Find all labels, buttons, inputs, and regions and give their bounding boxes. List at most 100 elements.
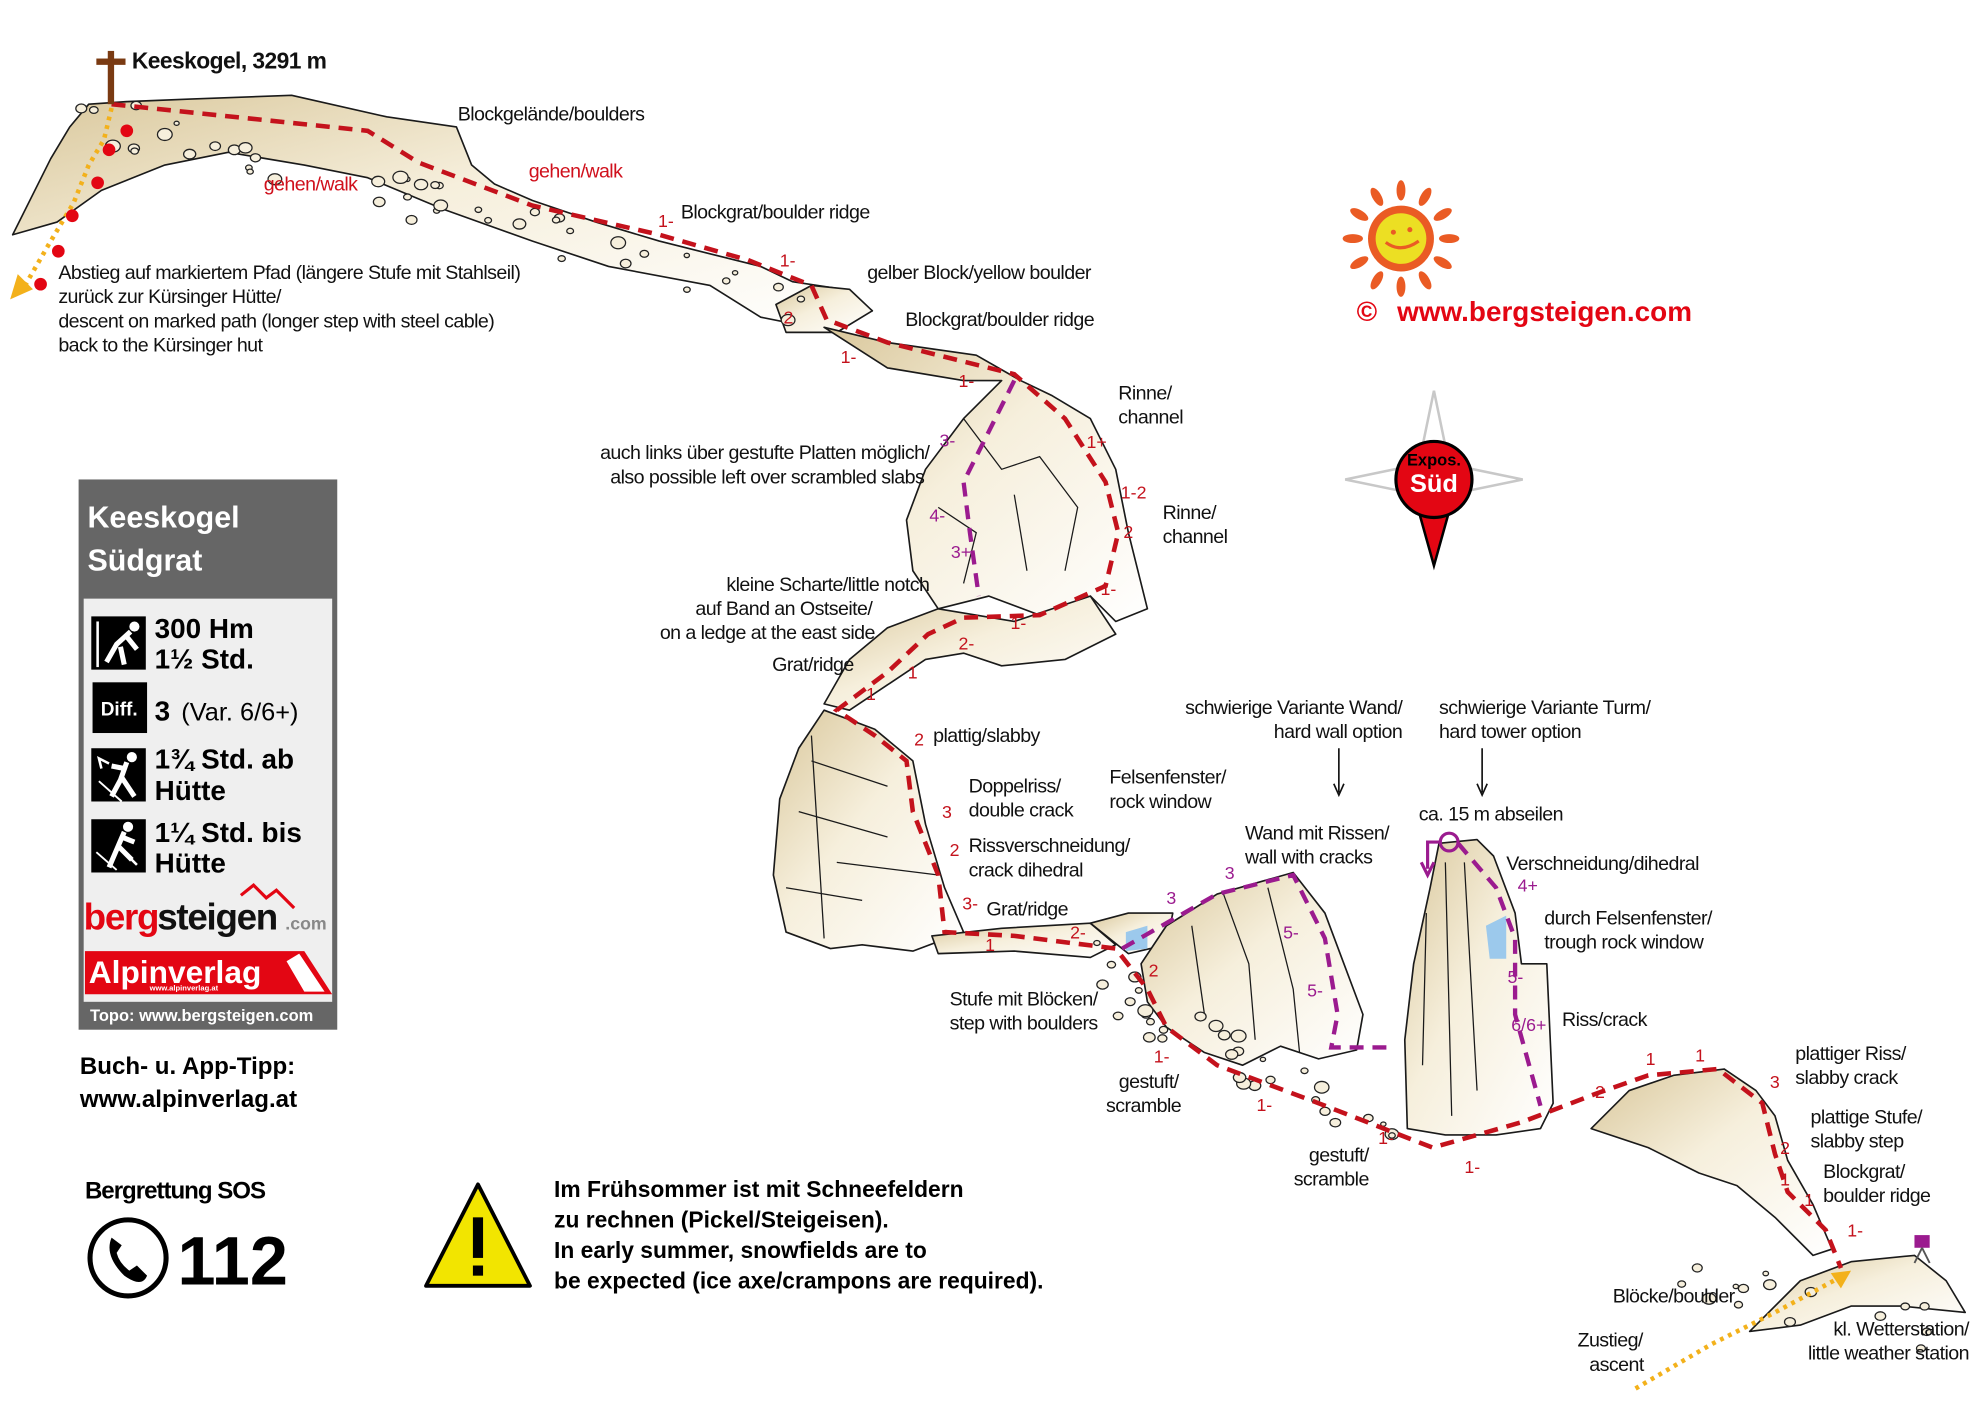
route-grade-label: 1 bbox=[908, 663, 918, 683]
label-step-boulders: step with boulders bbox=[950, 1013, 1099, 1035]
sun-ray bbox=[1342, 234, 1363, 243]
label-through-window: durch Felsenfenster/ bbox=[1544, 907, 1713, 929]
pebble bbox=[639, 249, 650, 258]
book-tip-url[interactable]: www.alpinverlag.at bbox=[79, 1086, 297, 1113]
sun-ray bbox=[1396, 180, 1406, 201]
label-notch: auf Band an Ostseite/ bbox=[695, 598, 873, 620]
route-grade-label: 1- bbox=[1378, 1128, 1394, 1148]
path-marker bbox=[120, 124, 134, 138]
pointer-arrow-icon bbox=[1333, 748, 1345, 798]
label-through-window: trough rock window bbox=[1544, 932, 1704, 954]
rock-crack bbox=[1421, 862, 1478, 1116]
label-abseil: ca. 15 m abseilen bbox=[1419, 804, 1563, 826]
label-boulders: Blockgelände/boulders bbox=[458, 104, 645, 126]
alpinverlag-text: Alpinverlag bbox=[89, 954, 262, 990]
rock-crack bbox=[1191, 887, 1301, 1053]
label-double-crack: double crack bbox=[969, 800, 1074, 822]
variant-grade-label: 5- bbox=[1507, 967, 1523, 987]
tower-rock-window bbox=[1485, 915, 1507, 959]
logo-text-berg: berg bbox=[84, 897, 159, 938]
pebble bbox=[156, 127, 173, 142]
difficulty-badge-label: Diff. bbox=[101, 699, 138, 720]
path-marker bbox=[91, 176, 104, 190]
variant-grade-label: 3- bbox=[939, 430, 955, 450]
alpinverlag-logo[interactable]: Alpinverlag www.alpinverlag.at bbox=[84, 951, 333, 995]
route-grade-label: 1- bbox=[1154, 1047, 1170, 1067]
label-left-slabs: also possible left over scrambled slabs bbox=[610, 466, 925, 488]
route-subtitle: Südgrat bbox=[87, 544, 202, 578]
route-grade-label: 1- bbox=[1100, 579, 1116, 599]
copyright-url[interactable]: www.bergsteigen.com bbox=[1396, 296, 1692, 327]
label-walk: gehen/walk bbox=[529, 161, 623, 183]
pebble bbox=[249, 153, 262, 163]
sun-ray bbox=[1433, 208, 1452, 221]
route-grade-label: 1- bbox=[658, 211, 674, 231]
label-left-slabs: auch links über gestufte Platten möglich… bbox=[600, 442, 930, 464]
label-weather-station: little weather station bbox=[1808, 1342, 1969, 1364]
label-scramble: gestuft/ bbox=[1309, 1145, 1370, 1167]
sun-ray bbox=[1370, 187, 1384, 206]
pebble bbox=[413, 178, 429, 191]
label-rock-window: Felsenfenster/ bbox=[1109, 767, 1227, 789]
variant-grade-label: 4- bbox=[929, 505, 945, 525]
pebble bbox=[1919, 1302, 1930, 1311]
pebble bbox=[683, 252, 691, 259]
sun-ray bbox=[1396, 276, 1406, 297]
pebble bbox=[1921, 1327, 1932, 1337]
return-time: 1¼ Std. bis bbox=[155, 817, 302, 848]
descent-markers bbox=[34, 124, 134, 291]
pebble bbox=[566, 227, 575, 235]
pebble bbox=[780, 313, 796, 327]
pebble bbox=[430, 181, 441, 190]
label-walk: gehen/walk bbox=[264, 173, 358, 195]
approach-hiker-icon bbox=[91, 748, 146, 803]
variant-grade-label: 3 bbox=[1225, 863, 1235, 883]
route-grade-label: 1 bbox=[1780, 1170, 1790, 1190]
topo-labels: Blockgelände/boulders gehen/walk gehen/w… bbox=[58, 104, 1970, 1376]
path-marker bbox=[51, 244, 65, 258]
route-grade-label: 3 bbox=[942, 802, 952, 822]
pebble bbox=[1096, 979, 1109, 990]
sun-ray bbox=[1370, 271, 1384, 290]
pebble bbox=[1329, 1117, 1342, 1128]
pebble bbox=[773, 282, 784, 292]
descent-hiker-icon bbox=[91, 819, 146, 873]
pebble bbox=[238, 141, 253, 154]
pebble bbox=[1093, 939, 1101, 947]
label-notch: kleine Scharte/little notch bbox=[726, 574, 929, 596]
left-slab-variant-line bbox=[961, 379, 1017, 597]
pebble bbox=[1300, 1067, 1309, 1075]
pebble bbox=[1157, 1034, 1168, 1043]
pebble bbox=[1134, 986, 1143, 994]
label-hard-tower: schwierige Variante Turm/ bbox=[1439, 697, 1651, 719]
label-double-crack: Doppelriss/ bbox=[969, 776, 1062, 798]
label-boulder: Blöcke/boulder bbox=[1613, 1285, 1736, 1307]
pebble bbox=[182, 148, 197, 160]
topo-credit: Topo: www.bergsteigen.com bbox=[90, 1007, 313, 1025]
lower-ridge-rock bbox=[1590, 1068, 1833, 1257]
pebble bbox=[1388, 1132, 1396, 1139]
pebble bbox=[682, 286, 691, 293]
route-grade-label: 1 bbox=[1804, 1190, 1814, 1210]
pebble bbox=[619, 258, 632, 269]
bergsteigen-logo[interactable]: berg steigen .com bbox=[84, 883, 327, 938]
label-slabby-crack: plattiger Riss/ bbox=[1795, 1043, 1907, 1065]
label-slabby-crack: slabby crack bbox=[1795, 1067, 1898, 1089]
route-title: Keeskogel bbox=[87, 501, 239, 535]
label-channel: channel bbox=[1118, 407, 1183, 429]
label-notch: on a ledge at the east side bbox=[660, 622, 876, 644]
warning-line: In early summer, snowfields are to bbox=[554, 1237, 927, 1263]
label-descent: zurück zur Kürsinger Hütte/ bbox=[58, 286, 282, 308]
route-grade-label: 2- bbox=[1070, 922, 1086, 942]
route-grade-label: 1- bbox=[959, 371, 975, 391]
route-grade-label: 1 bbox=[1695, 1045, 1705, 1065]
compass-direction: Süd bbox=[1410, 470, 1458, 498]
label-hard-wall: hard wall option bbox=[1274, 721, 1402, 743]
pebble bbox=[1225, 1048, 1239, 1060]
pebble bbox=[209, 141, 222, 152]
label-hard-wall: schwierige Variante Wand/ bbox=[1185, 697, 1403, 719]
pebble bbox=[484, 216, 493, 224]
warning-triangle-icon bbox=[424, 1182, 532, 1288]
rescue-number: 112 bbox=[177, 1223, 287, 1300]
boulder-pebbles bbox=[75, 100, 1932, 1353]
